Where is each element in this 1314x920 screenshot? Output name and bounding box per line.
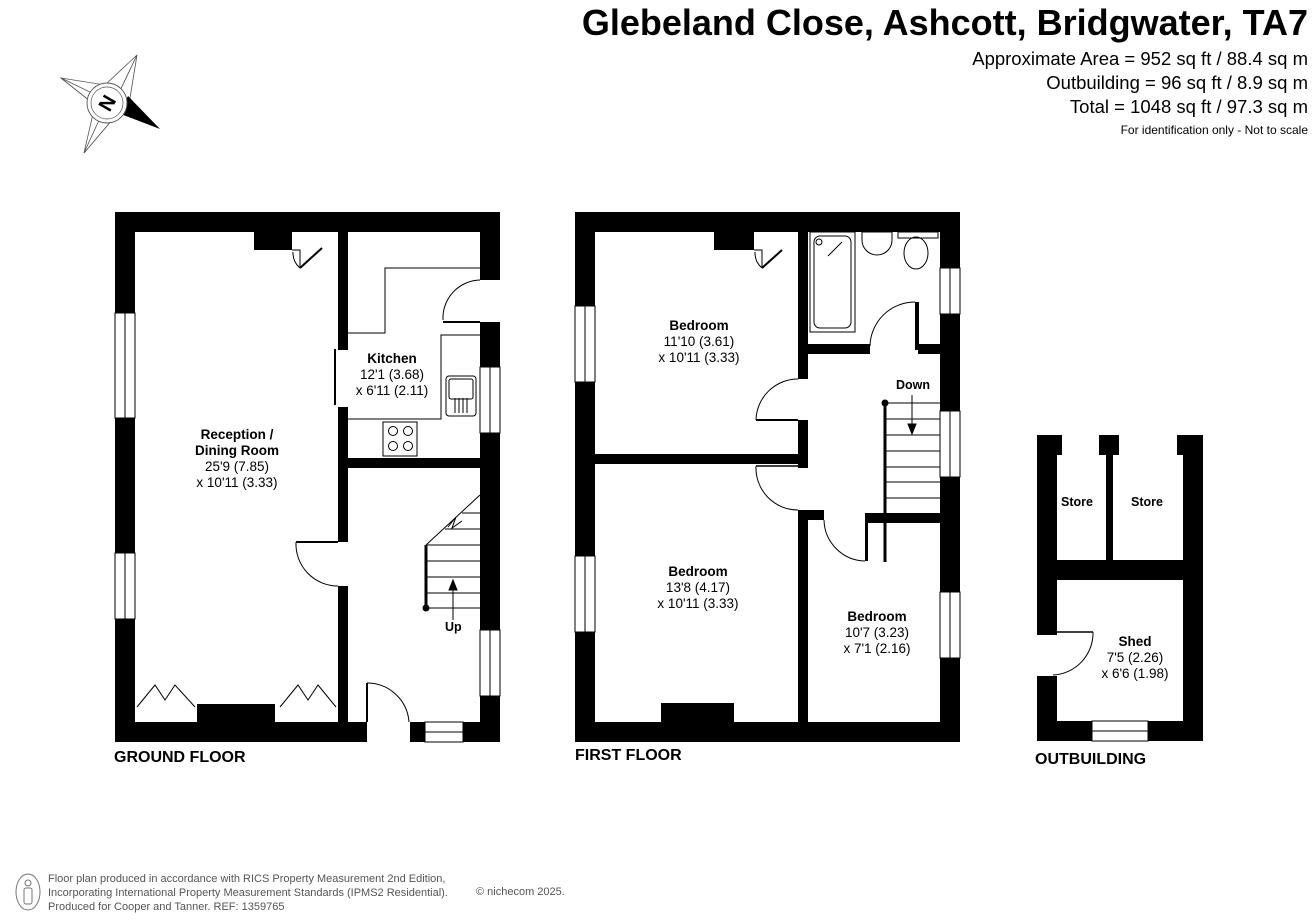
outbuilding-label: OUTBUILDING: [1035, 751, 1147, 768]
footer-line-1: Floor plan produced in accordance with R…: [48, 873, 446, 885]
approximate-area: Approximate Area = 952 sq ft / 88.4 sq m: [972, 48, 1308, 69]
room-dimension: x 10'11 (3.33): [196, 475, 278, 490]
copyright: © nichecom 2025.: [476, 886, 565, 898]
room-name: Bedroom: [669, 318, 729, 333]
room-name: Shed: [1118, 634, 1152, 649]
room-name: Kitchen: [367, 351, 417, 366]
room-name: Bedroom: [847, 609, 907, 624]
ground-floor-windows: [114, 312, 501, 743]
footer-line-2: Incorporating International Property Mea…: [48, 887, 448, 899]
room-name: Reception /: [200, 427, 274, 442]
room-bedroom-1: Bedroom 11'10 (3.61) x 10'11 (3.33): [658, 318, 739, 366]
room-dimension: x 10'11 (3.33): [658, 350, 740, 365]
stairs-down-label: Down: [896, 378, 931, 392]
outbuilding-area: Outbuilding = 96 sq ft / 8.9 sq m: [1046, 72, 1308, 93]
outbuilding-walls: [1037, 435, 1203, 741]
room-dimension: x 10'11 (3.33): [657, 596, 739, 611]
room-shed: Shed 7'5 (2.26) x 6'6 (1.98): [1101, 634, 1168, 682]
room-store-2: Store: [1131, 495, 1163, 509]
room-store-1: Store: [1061, 495, 1093, 509]
first-floor-label: FIRST FLOOR: [575, 747, 682, 764]
room-dimension: 7'5 (2.26): [1106, 650, 1164, 665]
room-name-line2: Dining Room: [195, 443, 279, 458]
first-stairs: [881, 395, 940, 562]
room-reception-dining: Reception / Dining Room 25'9 (7.85) x 10…: [195, 427, 279, 491]
north-compass-icon: N: [59, 54, 160, 154]
ground-floor-label: GROUND FLOOR: [114, 749, 246, 766]
ground-floor-walls: [115, 212, 500, 742]
room-kitchen: Kitchen 12'1 (3.68) x 6'11 (2.11): [356, 351, 429, 399]
room-dimension: 11'10 (3.61): [663, 334, 735, 349]
room-dimension: 12'1 (3.68): [359, 367, 425, 382]
total-area: Total = 1048 sq ft / 97.3 sq m: [1069, 96, 1308, 117]
room-bedroom-3: Bedroom 10'7 (3.23) x 7'1 (2.16): [843, 609, 910, 657]
property-title: Glebeland Close, Ashcott, Bridgwater, TA…: [581, 2, 1308, 43]
room-dimension: 13'8 (4.17): [665, 580, 731, 595]
first-floor-windows: [574, 267, 961, 659]
room-dimension: 10'7 (3.23): [844, 625, 910, 640]
ground-stairs: [422, 494, 481, 620]
disclaimer: For identification only - Not to scale: [1120, 123, 1308, 137]
room-bedroom-2: Bedroom 13'8 (4.17) x 10'11 (3.33): [657, 564, 738, 612]
room-dimension: x 7'1 (2.16): [843, 641, 911, 656]
person-measurement-icon: [15, 873, 41, 911]
stairs-up-label: Up: [445, 620, 462, 634]
room-dimension: x 6'11 (2.11): [355, 383, 429, 398]
footer-notes: Floor plan produced in accordance with R…: [48, 872, 448, 914]
room-name: Bedroom: [668, 564, 728, 579]
footer-line-3: Produced for Cooper and Tanner. REF: 135…: [48, 901, 285, 913]
first-floor-walls: [575, 212, 960, 742]
room-dimension: x 6'6 (1.98): [1101, 666, 1169, 681]
room-dimension: 25'9 (7.85): [204, 459, 270, 474]
